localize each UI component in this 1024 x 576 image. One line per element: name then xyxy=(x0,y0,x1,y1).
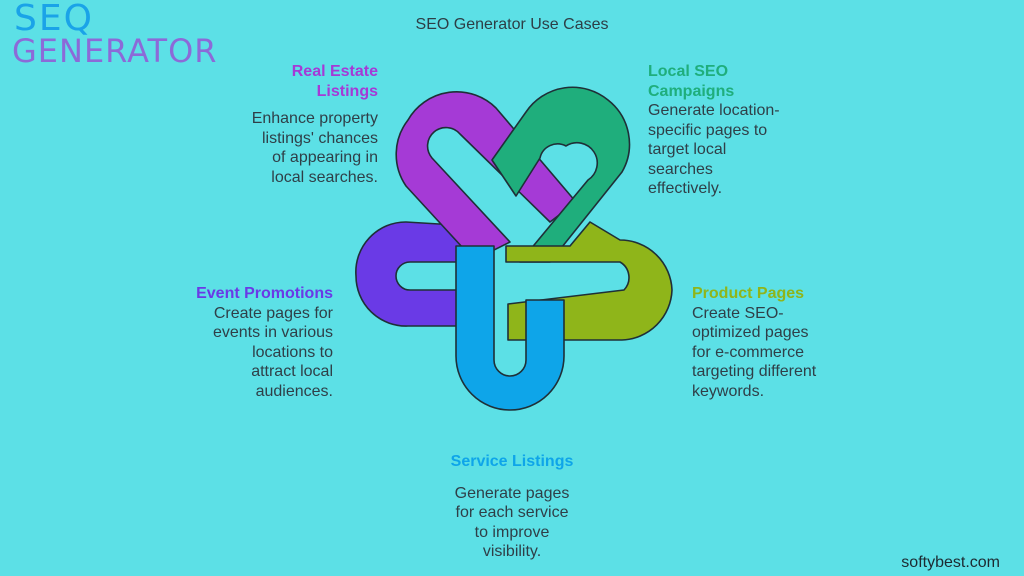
footer-watermark: softybest.com xyxy=(901,554,1000,571)
heading-line: Event Promotions xyxy=(196,285,333,302)
desc-line: targeting different xyxy=(692,363,817,380)
desc-line: optimized pages xyxy=(692,324,809,341)
desc-line: attract local xyxy=(251,363,333,380)
desc-line: listings' chances xyxy=(262,129,378,147)
desc-line: of appearing in xyxy=(272,149,378,166)
knot-loop-local-seo xyxy=(491,86,631,263)
heading-line: Listings xyxy=(316,82,378,100)
desc-line: Create SEO- xyxy=(692,304,784,322)
knot-loop-real-estate xyxy=(395,91,577,261)
use-case-description: Generate pages for each service to impro… xyxy=(420,484,604,562)
desc-line: visibility. xyxy=(482,543,542,560)
desc-line: Enhance property xyxy=(251,110,378,127)
desc-line: Create pages for xyxy=(213,304,333,322)
use-case-heading: Local SEO Campaigns xyxy=(648,62,828,101)
use-case-heading: Service Listings xyxy=(420,452,604,472)
logo-line-seo: SEQ xyxy=(14,0,94,39)
desc-line: audiences. xyxy=(255,382,333,400)
knot-loop-service-listings xyxy=(455,245,565,411)
desc-line: searches xyxy=(648,160,713,178)
use-case-service-listings: Service Listings Generate pages for each… xyxy=(420,452,604,562)
desc-line: locations to xyxy=(252,343,333,361)
seo-generator-logo: SEQ GENERATOR xyxy=(12,0,217,70)
desc-line: target local xyxy=(648,141,727,158)
heading-line: Real Estate xyxy=(291,63,378,80)
use-case-description: Enhance property listings' chances of ap… xyxy=(180,109,378,187)
heading-line: Service Listings xyxy=(450,453,574,470)
heading-line: Product Pages xyxy=(692,285,805,302)
desc-line: Generate pages xyxy=(454,484,570,502)
use-case-local-seo: Local SEO Campaigns Generate location- s… xyxy=(648,62,828,199)
desc-line: specific pages to xyxy=(648,121,768,139)
use-case-description: Generate location- specific pages to tar… xyxy=(648,101,828,199)
use-case-description: Create pages for events in various locat… xyxy=(150,304,333,402)
knot-loop-event-promotions xyxy=(355,221,481,327)
use-case-description: Create SEO- optimized pages for e-commer… xyxy=(692,304,872,402)
desc-line: Generate location- xyxy=(648,102,780,119)
desc-line: to improve xyxy=(474,523,550,541)
use-case-event-promotions: Event Promotions Create pages for events… xyxy=(150,284,333,401)
use-case-product-pages: Product Pages Create SEO- optimized page… xyxy=(692,284,872,401)
desc-line: for each service xyxy=(455,504,569,521)
use-case-real-estate: Real Estate Listings Enhance property li… xyxy=(180,62,378,187)
diagram-title: SEO Generator Use Cases xyxy=(415,16,609,33)
desc-line: local searches. xyxy=(271,168,378,186)
heading-line: Campaigns xyxy=(648,82,735,100)
desc-line: keywords. xyxy=(692,382,765,400)
desc-line: for e-commerce xyxy=(692,343,805,361)
desc-line: events in various xyxy=(212,324,333,341)
heading-line: Local SEO xyxy=(648,63,729,80)
use-case-heading: Product Pages xyxy=(692,284,872,304)
logo-line-generator: GENERATOR xyxy=(12,32,218,70)
desc-line: effectively. xyxy=(648,180,723,197)
use-case-heading: Event Promotions xyxy=(150,284,333,304)
use-case-heading: Real Estate Listings xyxy=(180,62,378,101)
